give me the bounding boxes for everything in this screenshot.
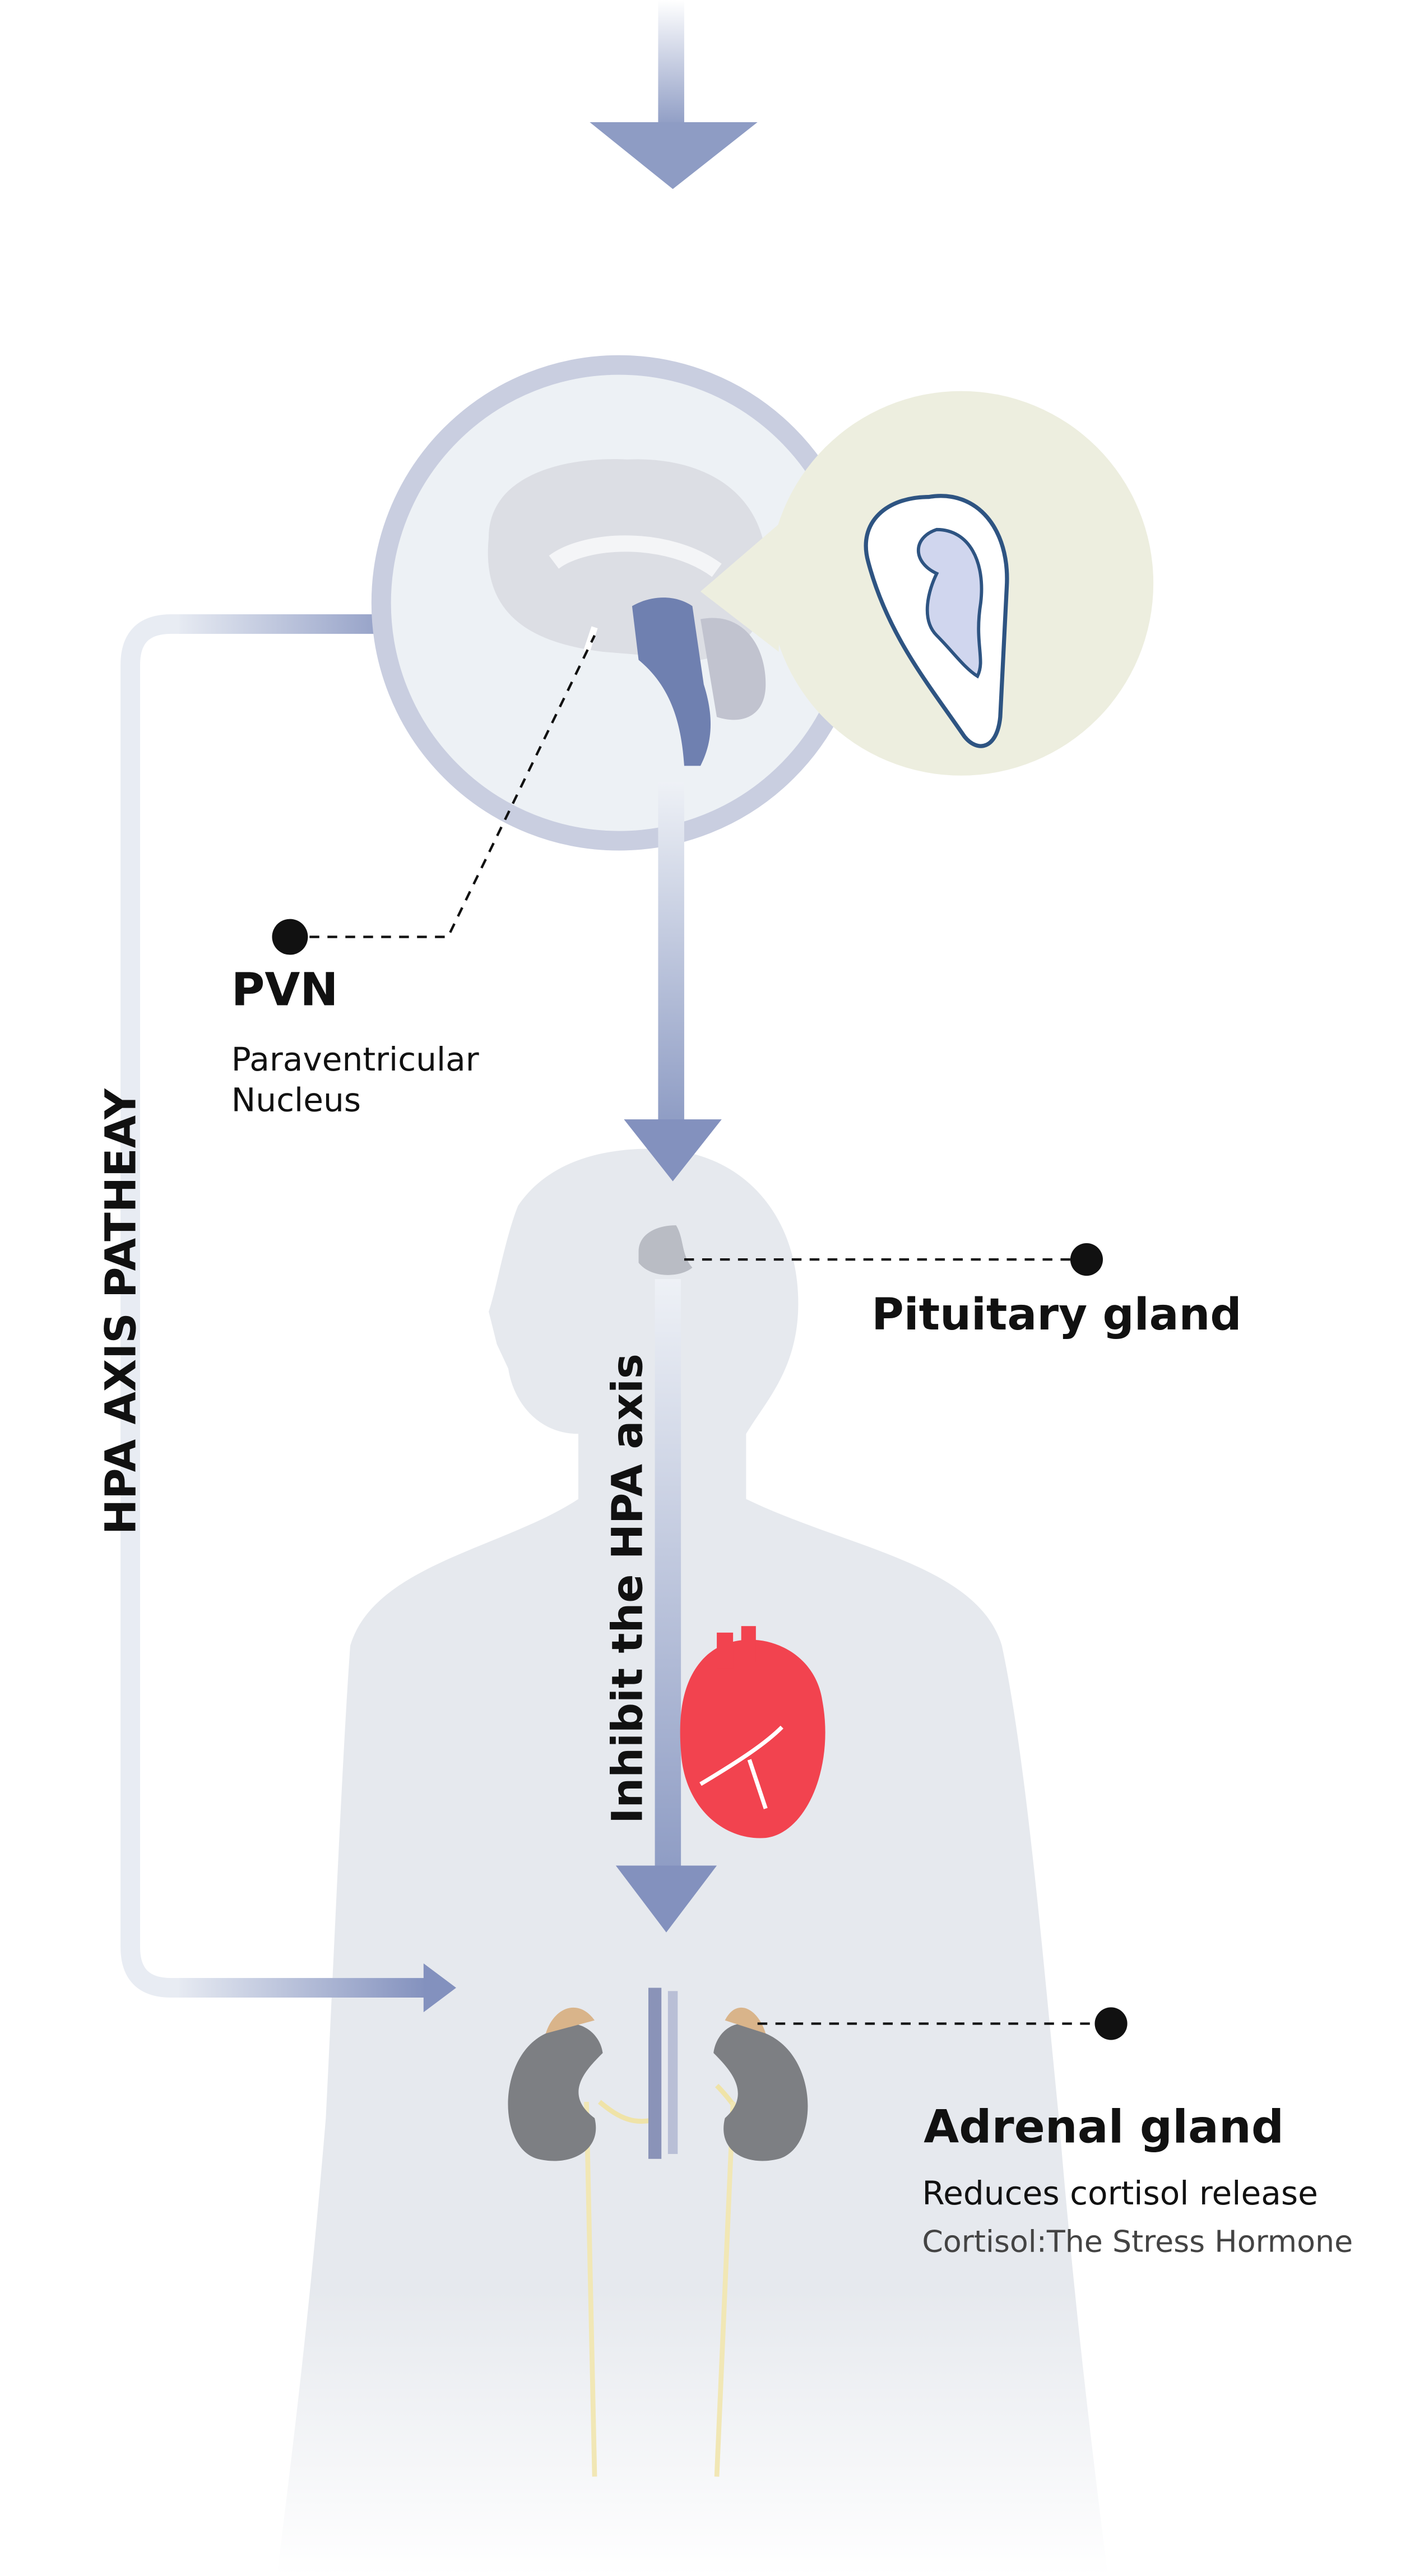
adrenal-pointer (757, 2007, 1128, 2040)
brain-icon (488, 459, 768, 766)
pvn-line1: Paraventricular (231, 1040, 479, 1078)
kidneys-icon (508, 1987, 808, 2477)
pvn-pointer (272, 634, 596, 955)
ear-icon (864, 494, 1009, 748)
pituitary-gland-icon (638, 1225, 1103, 1276)
inhibit-label: Inhibit the HPA axis (602, 1354, 652, 1824)
heart-icon (680, 1626, 825, 1838)
pvn-line2: Nucleus (231, 1081, 361, 1119)
top-arrow (590, 0, 758, 189)
pituitary-to-adrenal-arrow (615, 1279, 717, 1933)
pituitary-label: Pituitary gland (871, 1289, 1241, 1340)
pvn-title: PVN (231, 963, 338, 1017)
hpa-loop-arrow (120, 599, 456, 2013)
brain-to-pituitary-arrow (624, 782, 722, 1182)
adrenal-note: Cortisol:The Stress Hormone (922, 2223, 1353, 2259)
hpa-pathway-label: HPA AXIS PATHEAY (96, 1088, 145, 1535)
adrenal-subtitle: Reduces cortisol release (922, 2174, 1318, 2212)
adrenal-title: Adrenal gland (924, 2101, 1284, 2154)
body-silhouette (277, 1148, 1108, 2576)
